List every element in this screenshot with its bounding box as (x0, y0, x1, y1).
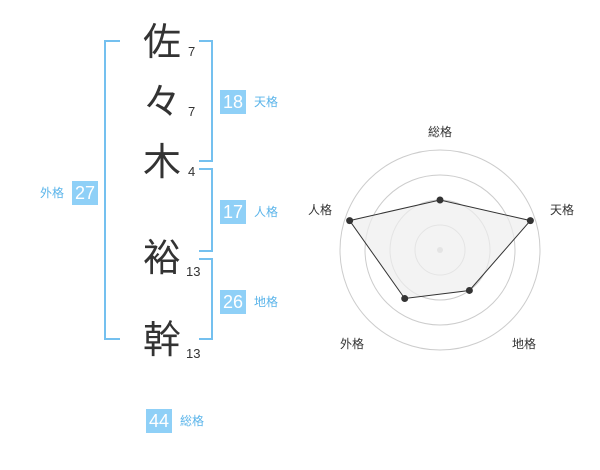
radar-polygon (348, 199, 532, 300)
tenkaku-label: 天格 (254, 95, 279, 109)
name-char-4: 裕 (142, 236, 181, 280)
radar-ring (364, 174, 516, 326)
name-char-3: 木 (142, 140, 181, 184)
stroke-count-4: 13 (186, 264, 201, 279)
stroke-count-2: 7 (188, 104, 196, 119)
radar-label-jinkaku: 人格 (308, 203, 333, 217)
chikaku-badge: 26 (220, 290, 246, 314)
radar-label-soukaku: 総格 (428, 125, 453, 139)
tenkaku-bracket (199, 40, 213, 162)
name-char-1: 佐 (142, 20, 181, 64)
radar-point (526, 217, 534, 225)
radar-points (346, 196, 534, 303)
stroke-count-5: 13 (186, 346, 201, 361)
name-char-5: 幹 (142, 318, 181, 362)
radar-label-tenkaku: 天格 (550, 203, 575, 217)
jinkaku-badge: 17 (220, 200, 246, 224)
gaikaku-badge: 27 (72, 181, 98, 205)
radar-point (436, 196, 444, 204)
radar-point (346, 217, 354, 225)
radar-point (401, 295, 409, 303)
jinkaku-label: 人格 (254, 205, 279, 219)
name-char-2: 々 (142, 80, 181, 124)
soukaku-label: 総格 (180, 414, 205, 428)
gaikaku-label: 外格 (40, 186, 65, 200)
stroke-count-3: 4 (188, 164, 196, 179)
stroke-count-1: 7 (188, 44, 196, 59)
chikaku-label: 地格 (254, 295, 279, 309)
radar-ring (339, 149, 541, 351)
radar-label-gaikaku: 外格 (340, 337, 365, 351)
soukaku-badge: 44 (146, 409, 172, 433)
gaikaku-bracket (104, 40, 120, 340)
chikaku-bracket (199, 258, 213, 340)
tenkaku-badge: 18 (220, 90, 246, 114)
radar-label-chikaku: 地格 (512, 337, 537, 351)
radar-point (465, 286, 473, 294)
jinkaku-bracket (199, 168, 213, 252)
